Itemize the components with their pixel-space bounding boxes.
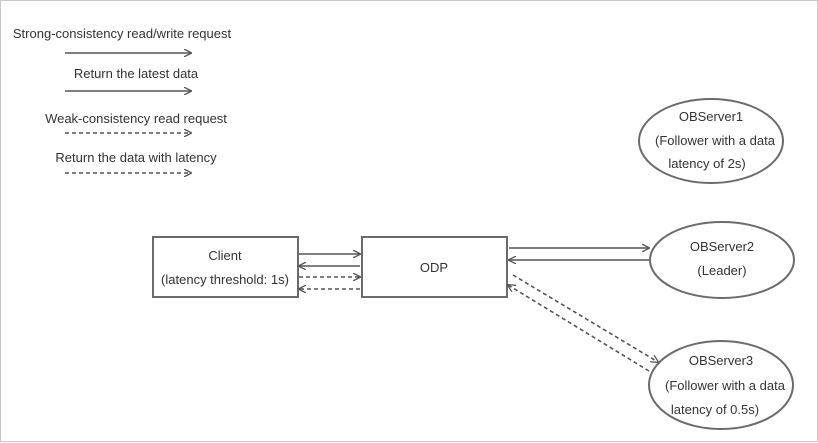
observer1-title: OBServer1: [679, 109, 743, 124]
odp-node: ODP: [361, 236, 508, 298]
observer3-role: (Follower with a data: [665, 378, 786, 393]
odp-observer3-connectors: [508, 274, 658, 372]
legend-weak-request-label: Weak-consistency read request: [45, 111, 227, 126]
observer1-role: (Follower with a data: [655, 133, 776, 148]
client-odp-connectors: [299, 254, 360, 289]
observer3-latency: latency of 0.5s): [671, 402, 759, 417]
client-node: Client (latency threshold: 1s): [152, 236, 299, 298]
observer2-title: OBServer2: [690, 239, 754, 254]
client-subtitle: (latency threshold: 1s): [161, 272, 289, 287]
legend-strong-request-label: Strong-consistency read/write request: [13, 26, 232, 41]
odp-to-observer3-weak-arrow: [512, 274, 658, 362]
client-title: Client: [208, 248, 242, 263]
client-box: [152, 236, 299, 298]
odp-label: ODP: [420, 260, 448, 275]
observer3-node: OBServer3 (Follower with a data latency …: [648, 340, 794, 430]
legend: Strong-consistency read/write request Re…: [13, 26, 232, 173]
observer1-latency: latency of 2s): [668, 156, 745, 171]
legend-return-latency-label: Return the data with latency: [55, 150, 217, 165]
odp-observer2-connectors: [509, 248, 649, 260]
observer1-node: OBServer1 (Follower with a data latency …: [638, 98, 784, 184]
observer3-title: OBServer3: [689, 353, 753, 368]
observer2-node: OBServer2 (Leader): [649, 221, 795, 299]
observer3-to-odp-latency-arrow: [508, 285, 650, 372]
observer2-ellipse: [649, 221, 795, 299]
observer2-role: (Leader): [697, 263, 746, 278]
observer3-ellipse: [648, 340, 794, 430]
odp-box: [361, 236, 508, 298]
observer1-ellipse: [638, 98, 784, 184]
legend-return-latest-label: Return the latest data: [74, 66, 199, 81]
